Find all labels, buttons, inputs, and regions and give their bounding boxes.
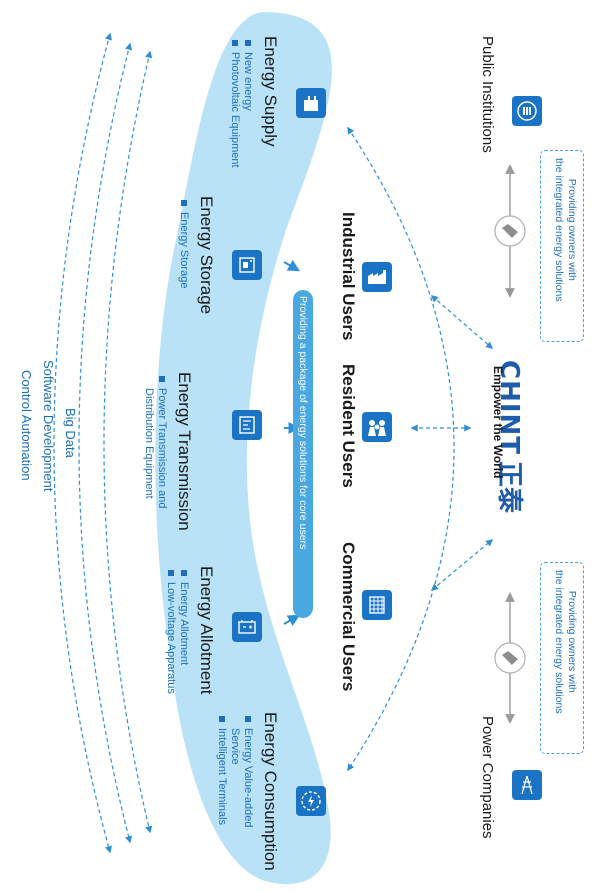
energy-storage-bullets: Energy Storage — [177, 200, 190, 288]
bullet-item: Energy Storage — [177, 200, 190, 288]
office-building-icon — [362, 590, 392, 620]
storage-cabinet-icon — [232, 250, 262, 280]
bullet-item: New energy — [241, 40, 254, 168]
power-companies-label: Power Companies — [479, 716, 496, 839]
power-dial-icon — [296, 786, 326, 816]
providing-box-bottom — [540, 562, 584, 754]
arc-software-development — [78, 42, 133, 844]
resident-users-label: Resident Users — [339, 364, 358, 488]
energy-transmission-bullets: Power Transmission and Distribution Equi… — [142, 376, 168, 508]
power-tower-icon — [512, 770, 542, 800]
battery-icon — [232, 612, 262, 642]
industrial-users-label: Industrial Users — [339, 212, 358, 341]
energy-consumption-title: Energy Consumption — [261, 712, 280, 871]
providing-text-top: Providing owners with the integrated ene… — [553, 158, 578, 302]
distribution-panel-icon — [232, 410, 262, 440]
factory-icon — [362, 262, 392, 292]
energy-allotment-title: Energy Allotment — [197, 566, 216, 695]
bullet-item: Distribution Equipment — [143, 388, 155, 499]
energy-consumption-bullets: Energy Value-added Service Intelligent T… — [215, 716, 254, 827]
public-institutions-label: Public Institutions — [479, 36, 496, 153]
family-icon — [362, 412, 392, 442]
bullet-item: Intelligent Terminals — [215, 716, 228, 827]
energy-transmission-title: Energy Transmission — [175, 372, 194, 531]
core-banner-text: Providing a package of energy solutions … — [297, 296, 309, 550]
bullet-item: Photovoltaic Equipment — [228, 40, 241, 168]
providing-box-top — [540, 150, 584, 342]
bullet-item: Low-voltage Apparatus — [164, 570, 177, 694]
bullet-item: Service — [229, 728, 241, 765]
core-banner — [293, 290, 313, 618]
link-commercial — [430, 539, 494, 591]
big-data-label: Big Data — [63, 408, 78, 458]
energy-supply-bullets: New energy Photovoltaic Equipment — [228, 40, 254, 168]
columns-building-icon — [512, 96, 542, 126]
link-industrial — [430, 295, 494, 349]
value-chain-band — [155, 12, 332, 885]
control-automation-label: Control Automation — [19, 370, 34, 481]
providing-text-bottom: Providing owners with the integrated ene… — [553, 570, 578, 714]
bullet-item: Energy Value-added — [241, 716, 254, 827]
bullet-item: Power Transmission and — [155, 376, 168, 508]
commercial-users-label: Commercial Users — [339, 542, 358, 692]
power-plant-icon — [296, 88, 326, 118]
logo-tagline: Empower the World — [491, 366, 505, 479]
arc-control-automation — [53, 32, 112, 854]
software-development-label: Software Development — [41, 360, 56, 492]
energy-storage-title: Energy Storage — [197, 196, 216, 315]
energy-allotment-bullets: Energy Allotment Low-voltage Apparatus — [164, 570, 190, 694]
arc-supply-consumption — [347, 126, 455, 772]
bullet-item: Energy Allotment — [177, 570, 190, 694]
energy-supply-title: Energy Supply — [261, 36, 280, 147]
